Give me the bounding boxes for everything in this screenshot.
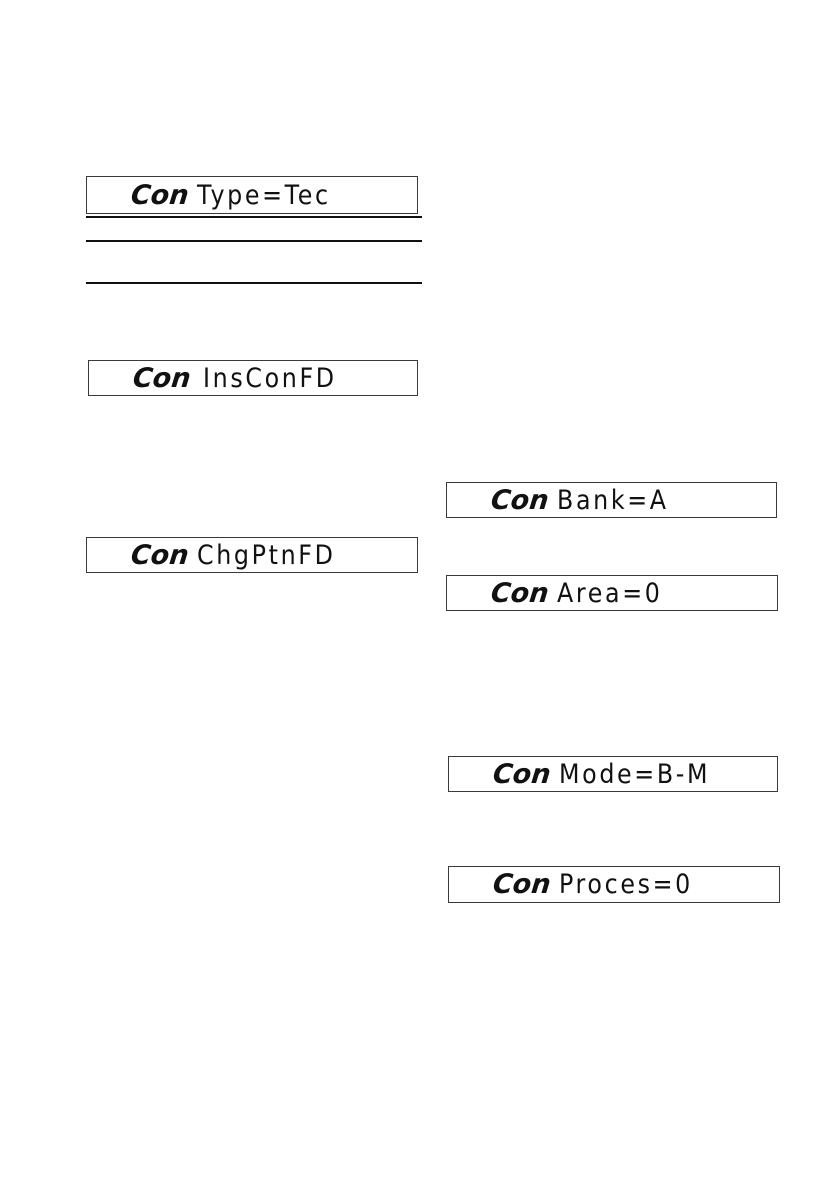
lcd-value: Type=Tec — [196, 179, 331, 211]
lcd-prefix: Con — [489, 484, 551, 516]
divider-line — [86, 282, 422, 284]
divider-line — [86, 216, 422, 218]
lcd-value: ChgPtnFD — [196, 539, 336, 571]
lcd-display-type: Con Type=Tec — [86, 176, 418, 214]
lcd-prefix: Con — [129, 179, 191, 211]
lcd-value: Mode=B-M — [558, 758, 710, 790]
lcd-display-chg: Con ChgPtnFD — [86, 537, 418, 573]
lcd-value: Proces=0 — [558, 869, 693, 900]
lcd-display-area: Con Area=0 — [446, 575, 778, 611]
lcd-prefix: Con — [129, 539, 191, 571]
lcd-value: Area=0 — [556, 577, 663, 609]
divider-line — [86, 240, 422, 242]
lcd-display-ins: Con InsConFD — [88, 360, 418, 396]
lcd-display-bank: Con Bank=A — [446, 482, 777, 518]
lcd-prefix: Con — [491, 869, 553, 900]
lcd-prefix: Con — [489, 577, 551, 609]
lcd-prefix: Con — [131, 362, 193, 394]
lcd-display-proces: Con Proces=0 — [448, 866, 780, 903]
lcd-value: Bank=A — [556, 484, 669, 516]
lcd-value: InsConFD — [202, 362, 337, 394]
lcd-prefix: Con — [491, 758, 553, 790]
lcd-display-mode: Con Mode=B-M — [448, 756, 778, 792]
